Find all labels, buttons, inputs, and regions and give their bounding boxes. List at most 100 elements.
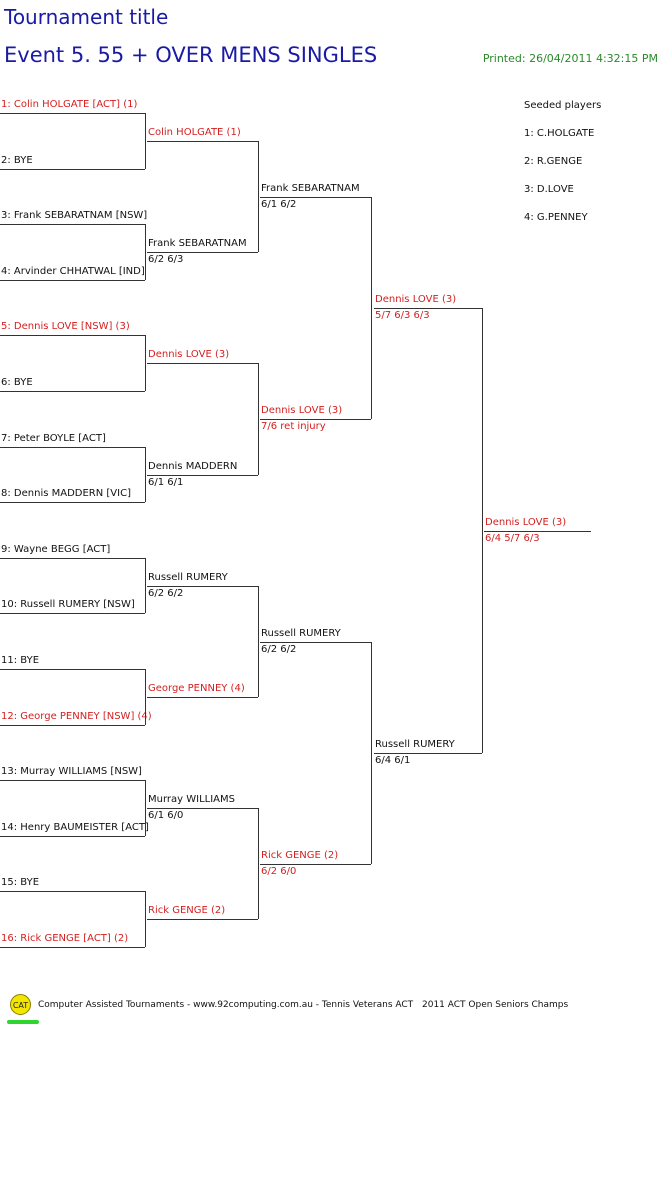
quarterfinal-winner: Russell RUMERY xyxy=(261,628,341,639)
round2-winner: Russell RUMERY xyxy=(148,572,228,583)
entrant-9: 9: Wayne BEGG [ACT] xyxy=(1,544,111,555)
quarterfinal-line xyxy=(260,419,371,420)
round2-score: 6/1 6/0 xyxy=(148,810,184,821)
round1-line xyxy=(0,558,145,559)
entrant-7: 7: Peter BOYLE [ACT] xyxy=(1,433,106,444)
round2-line xyxy=(147,697,258,698)
quarterfinal-score: 6/2 6/2 xyxy=(261,644,297,655)
semifinal-score: 5/7 6/3 6/3 xyxy=(375,310,430,321)
tournament-title: Tournament title xyxy=(4,5,169,29)
seeded-players-heading: Seeded players xyxy=(524,100,602,111)
entrant-4: 4: Arvinder CHHATWAL [IND] xyxy=(1,266,145,277)
seed-entry: 2: R.GENGE xyxy=(524,156,583,167)
round1-connector xyxy=(145,224,146,280)
round2-winner: Rick GENGE (2) xyxy=(148,905,226,916)
round1-line xyxy=(0,502,145,503)
quarterfinal-winner: Frank SEBARATNAM xyxy=(261,183,360,194)
round1-line xyxy=(0,836,145,837)
footer-credit: Computer Assisted Tournaments - www.92co… xyxy=(38,1000,414,1010)
quarterfinal-connector xyxy=(371,642,372,864)
round2-winner: Frank SEBARATNAM xyxy=(148,238,247,249)
event-title: Event 5. 55 + OVER MENS SINGLES xyxy=(4,43,378,67)
round1-line xyxy=(0,280,145,281)
entrant-12: 12: George PENNEY [NSW] (4) xyxy=(1,711,152,722)
semifinal-winner: Russell RUMERY xyxy=(375,739,455,750)
round2-score: 6/2 6/3 xyxy=(148,254,184,265)
round1-line xyxy=(0,725,145,726)
round1-connector xyxy=(145,558,146,613)
quarterfinal-score: 6/1 6/2 xyxy=(261,199,297,210)
quarterfinal-score: 7/6 ret injury xyxy=(261,421,326,432)
round2-line xyxy=(147,919,258,920)
round2-line xyxy=(147,141,258,142)
round2-line xyxy=(147,475,258,476)
entrant-14: 14: Henry BAUMEISTER [ACT] xyxy=(1,822,149,833)
semifinal-connector xyxy=(482,308,483,753)
round1-connector xyxy=(145,669,146,725)
round2-winner: Murray WILLIAMS xyxy=(148,794,235,805)
round1-connector xyxy=(145,780,146,836)
round1-line xyxy=(0,113,145,114)
round2-score: 6/1 6/1 xyxy=(148,477,184,488)
round2-winner: Colin HOLGATE (1) xyxy=(148,127,241,138)
final-winner: Dennis LOVE (3) xyxy=(485,517,567,528)
round2-connector xyxy=(258,141,259,252)
entrant-5: 5: Dennis LOVE [NSW] (3) xyxy=(1,321,130,332)
entrant-11: 11: BYE xyxy=(1,655,40,666)
quarterfinal-line xyxy=(260,864,371,865)
round1-line xyxy=(0,947,145,948)
round1-connector xyxy=(145,335,146,391)
footer-event-name: 2011 ACT Open Seniors Champs xyxy=(422,1000,569,1010)
round1-line xyxy=(0,447,145,448)
entrant-13: 13: Murray WILLIAMS [NSW] xyxy=(1,766,142,777)
round1-line xyxy=(0,613,145,614)
entrant-3: 3: Frank SEBARATNAM [NSW] xyxy=(1,210,148,221)
entrant-8: 8: Dennis MADDERN [VIC] xyxy=(1,488,131,499)
printed-timestamp: Printed: 26/04/2011 4:32:15 PM xyxy=(482,52,658,65)
cat-logo-icon: CAT xyxy=(10,994,31,1015)
semifinal-line xyxy=(374,753,482,754)
quarterfinal-winner: Rick GENGE (2) xyxy=(261,850,339,861)
round1-connector xyxy=(145,113,146,169)
semifinal-line xyxy=(374,308,482,309)
round2-score: 6/2 6/2 xyxy=(148,588,184,599)
round2-line xyxy=(147,252,258,253)
quarterfinal-connector xyxy=(371,197,372,419)
round1-line xyxy=(0,891,145,892)
entrant-16: 16: Rick GENGE [ACT] (2) xyxy=(1,933,129,944)
round2-connector xyxy=(258,363,259,475)
round1-line xyxy=(0,335,145,336)
semifinal-score: 6/4 6/1 xyxy=(375,755,411,766)
quarterfinal-line xyxy=(260,642,371,643)
round1-line xyxy=(0,169,145,170)
round1-line xyxy=(0,669,145,670)
final-line xyxy=(484,531,591,532)
entrant-10: 10: Russell RUMERY [NSW] xyxy=(1,599,135,610)
round2-line xyxy=(147,808,258,809)
entrant-2: 2: BYE xyxy=(1,155,33,166)
round1-connector xyxy=(145,447,146,502)
round1-line xyxy=(0,391,145,392)
quarterfinal-score: 6/2 6/0 xyxy=(261,866,297,877)
round2-winner: Dennis MADDERN xyxy=(148,461,238,472)
seed-entry: 1: C.HOLGATE xyxy=(524,128,595,139)
round2-connector xyxy=(258,808,259,919)
round2-winner: George PENNEY (4) xyxy=(148,683,245,694)
seed-entry: 3: D.LOVE xyxy=(524,184,574,195)
entrant-6: 6: BYE xyxy=(1,377,33,388)
final-score: 6/4 5/7 6/3 xyxy=(485,533,540,544)
seed-entry: 4: G.PENNEY xyxy=(524,212,588,223)
quarterfinal-winner: Dennis LOVE (3) xyxy=(261,405,343,416)
entrant-15: 15: BYE xyxy=(1,877,40,888)
quarterfinal-line xyxy=(260,197,371,198)
round2-winner: Dennis LOVE (3) xyxy=(148,349,230,360)
round2-line xyxy=(147,363,258,364)
entrant-1: 1: Colin HOLGATE [ACT] (1) xyxy=(1,99,138,110)
round1-line xyxy=(0,224,145,225)
round1-connector xyxy=(145,891,146,947)
logo-underline xyxy=(7,1020,39,1024)
round2-line xyxy=(147,586,258,587)
round1-line xyxy=(0,780,145,781)
round2-connector xyxy=(258,586,259,697)
semifinal-winner: Dennis LOVE (3) xyxy=(375,294,457,305)
